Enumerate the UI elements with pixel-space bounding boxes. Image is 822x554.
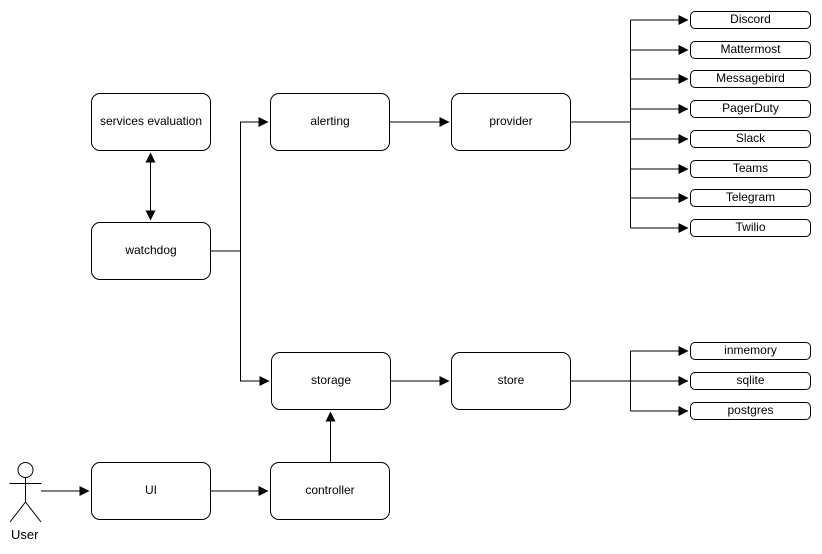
node-discord: Discord	[690, 11, 811, 29]
user-actor-icon	[9, 462, 42, 523]
node-ui: UI	[91, 462, 211, 520]
node-teams: Teams	[690, 160, 811, 178]
node-inmemory: inmemory	[690, 342, 811, 360]
node-storage: storage	[271, 352, 391, 410]
edge-watchdog-alerting	[240, 117, 269, 251]
node-sqlite: sqlite	[690, 372, 811, 390]
node-watchdog: watchdog	[91, 222, 211, 280]
user-actor-label: User	[11, 527, 39, 542]
node-pagerduty: PagerDuty	[690, 100, 811, 118]
node-messagebird: Messagebird	[690, 70, 811, 88]
node-twilio: Twilio	[690, 219, 811, 237]
node-alerting: alerting	[270, 93, 390, 151]
edge-watchdog-storage	[240, 251, 270, 386]
node-telegram: Telegram	[690, 189, 811, 207]
node-controller: controller	[270, 462, 390, 520]
node-provider: provider	[451, 93, 571, 151]
node-postgres: postgres	[690, 402, 811, 420]
node-mattermost: Mattermost	[690, 41, 811, 59]
connectors	[41, 15, 689, 496]
node-slack: Slack	[690, 130, 811, 148]
node-services-evaluation: services evaluation	[91, 93, 211, 151]
node-store: store	[451, 352, 571, 410]
